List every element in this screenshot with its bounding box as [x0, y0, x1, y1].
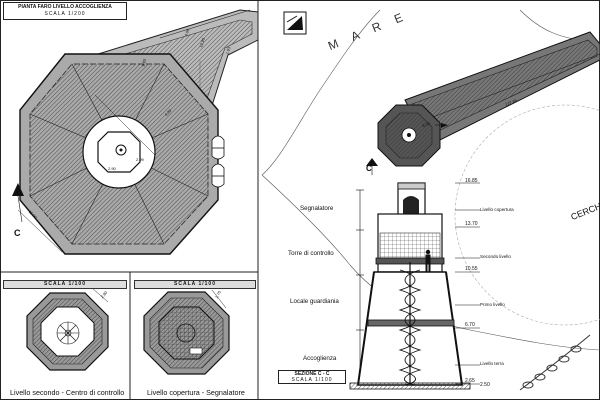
elev-6: 2.50 — [480, 382, 490, 388]
section-title-text: SEZIONE C - C — [294, 371, 330, 377]
small-right-scale: SCALA 1/100 — [134, 280, 256, 289]
small-right-caption: Livello copertura - Segnalatore — [147, 388, 245, 397]
level-terra: Livello terra — [480, 361, 504, 366]
elev-5: 2.65 — [465, 378, 475, 384]
plan-scale-text: SCALA 1/200 — [44, 11, 86, 17]
elev-1: 16.85 — [465, 178, 478, 184]
section-title: SEZIONE C - C SCALA 1/100 — [278, 370, 346, 384]
small-left-caption: Livello secondo - Centro di controllo — [10, 388, 125, 397]
site-section-label: C — [366, 164, 372, 173]
plan-title-text: PIANTA FARO LIVELLO ACCOGLIENZA — [18, 4, 112, 10]
section-scale-text: SCALA 1/100 — [291, 377, 333, 383]
elev-4: 6.70 — [465, 322, 475, 328]
plan-dim-5: 2.99 — [136, 157, 144, 162]
plan-boats — [211, 135, 225, 188]
site-lighthouse — [377, 104, 441, 167]
level-primo: Primo livello — [480, 302, 505, 307]
level-secondo: Secondo livello — [480, 254, 511, 259]
small-plan-right — [143, 289, 230, 375]
plan-section-label: C — [14, 228, 21, 238]
zone-accoglienza: Accoglienza — [303, 355, 337, 362]
site-plan — [261, 9, 600, 391]
small-plan-left — [26, 287, 109, 371]
chain — [519, 334, 591, 391]
plan-platform — [17, 53, 225, 255]
spiral-stair — [398, 262, 422, 386]
main-plan — [12, 9, 259, 255]
elev-2: 13.70 — [465, 221, 478, 227]
person-figure — [425, 249, 431, 273]
small-left-scale: SCALA 1/100 — [3, 280, 127, 289]
zone-segnalatore: Segnalatore — [300, 205, 334, 212]
zone-guardiania: Locale guardiania — [290, 298, 339, 305]
section-drawing — [349, 182, 480, 390]
level-copertura: Livello copertura — [480, 207, 514, 212]
plan-title: PIANTA FARO LIVELLO ACCOGLIENZA SCALA 1/… — [3, 2, 127, 20]
elev-3: 10.55 — [465, 266, 478, 272]
zone-torre: Torre di controllo — [288, 250, 334, 257]
plan-dim-4: 2.90 — [108, 166, 116, 171]
plan-section-marker — [12, 183, 24, 223]
